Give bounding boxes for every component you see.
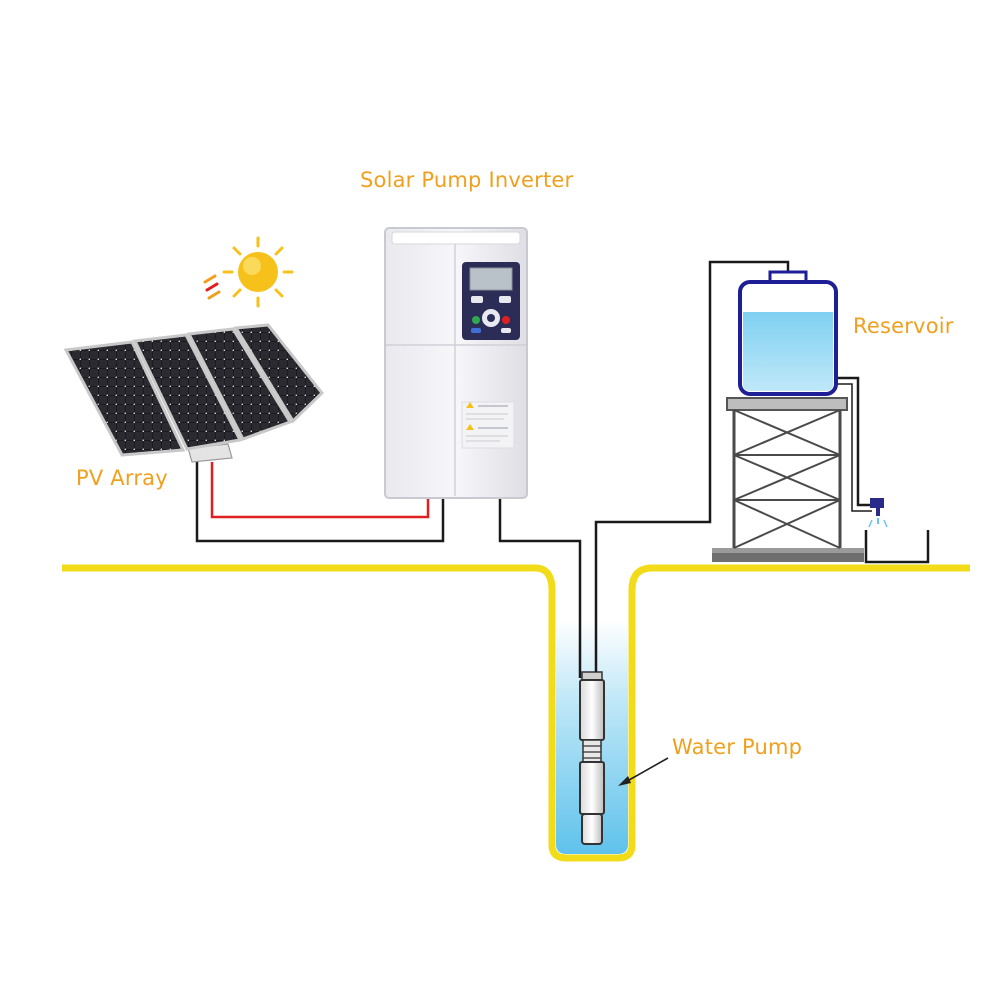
water-pump-label: Water Pump <box>672 735 803 759</box>
water-pump <box>579 671 605 845</box>
tower-base <box>712 548 864 562</box>
sun-ray-dashes <box>203 274 221 300</box>
solar-pump-inverter <box>384 227 528 499</box>
inverter-label: Solar Pump Inverter <box>360 168 574 192</box>
pump-pointer-arrow <box>618 757 669 786</box>
reservoir-tank <box>738 270 838 396</box>
sun-icon <box>222 236 294 308</box>
reservoir-tower <box>726 397 848 549</box>
pv-array-label: PV Array <box>76 466 168 490</box>
reservoir-label: Reservoir <box>853 314 954 338</box>
wiring <box>195 260 872 678</box>
tap-and-basin <box>864 498 930 564</box>
ground-line <box>62 564 970 862</box>
pv-array-panels <box>63 323 325 457</box>
